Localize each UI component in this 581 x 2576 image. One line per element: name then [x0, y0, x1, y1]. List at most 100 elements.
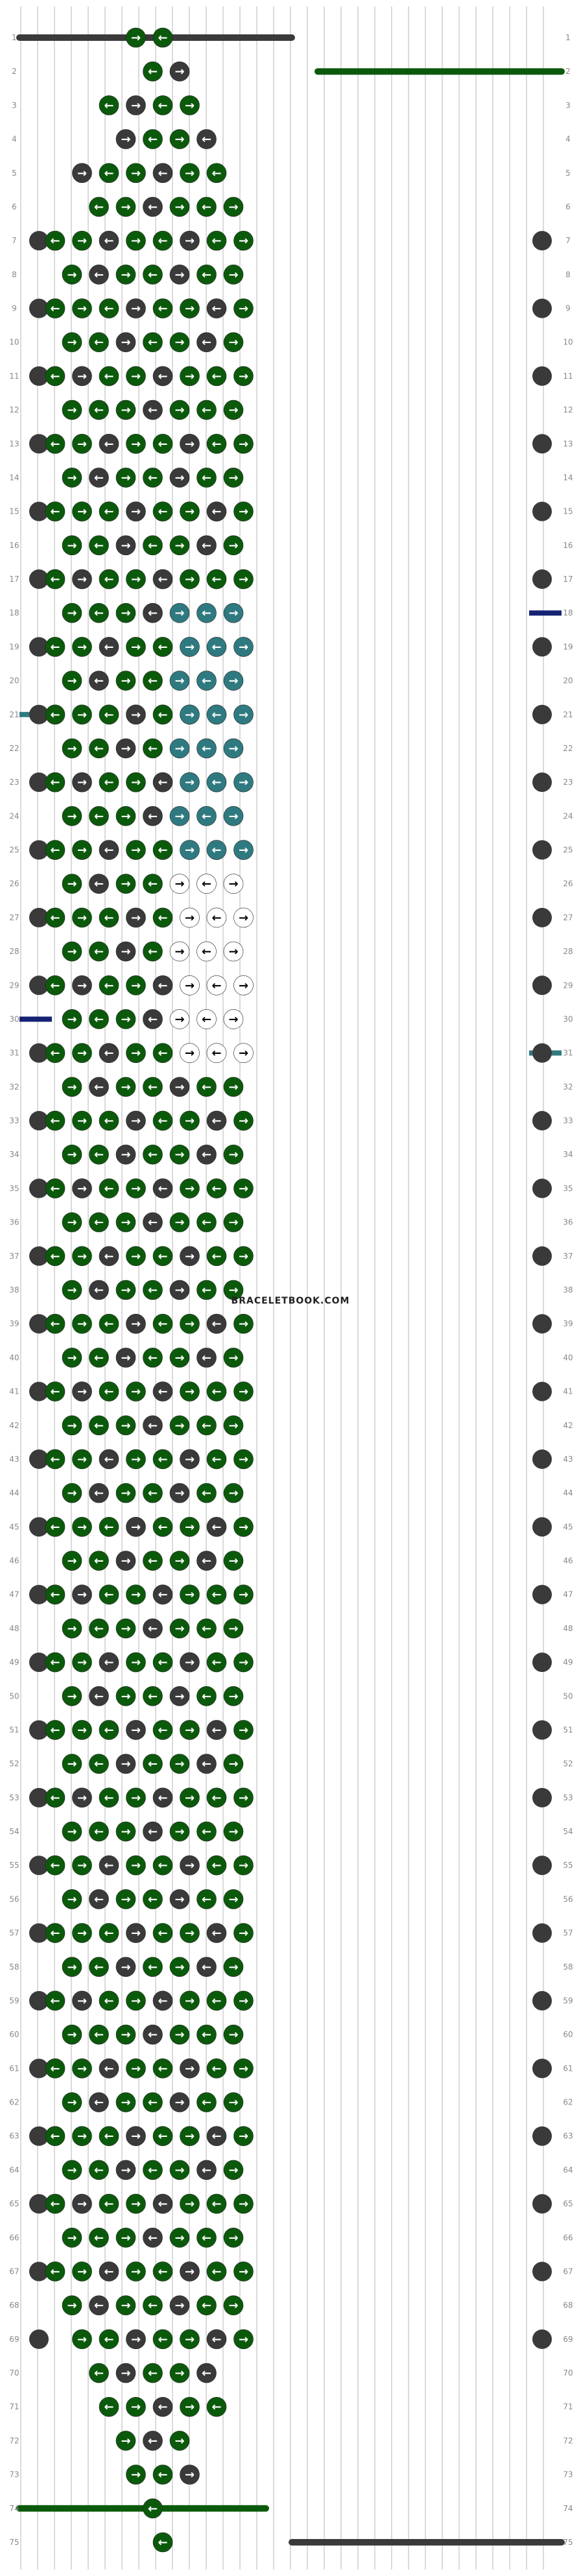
arrow-right-icon: → [77, 640, 87, 654]
arrow-right-icon: → [77, 1520, 87, 1534]
knot: ← [143, 602, 163, 623]
row-number-left: 8 [12, 270, 17, 279]
arrow-left-icon: ← [158, 1520, 167, 1534]
arrow-right-icon: → [239, 979, 248, 992]
arrow-right-icon: → [67, 1486, 77, 1500]
arrow-right-icon: → [67, 809, 77, 823]
arrow-left-icon: ← [211, 1588, 221, 1602]
knot: → [180, 1584, 200, 1605]
knot: ← [152, 1923, 173, 1943]
knot: ← [143, 197, 163, 217]
arrow-right-icon: → [185, 167, 195, 180]
arrow-right-icon: → [185, 1385, 195, 1399]
arrow-left-icon: ← [158, 99, 167, 112]
knot-edge [532, 907, 552, 927]
arrow-left-icon: ← [94, 1216, 104, 1230]
arrow-left-icon: ← [202, 1758, 211, 1771]
arrow-right-icon: → [174, 809, 184, 823]
arrow-left-icon: ← [104, 573, 113, 586]
row-number-right: 66 [563, 2233, 573, 2242]
arrow-right-icon: → [174, 1825, 184, 1839]
arrow-left-icon: ← [94, 1825, 104, 1839]
knot: → [62, 1754, 82, 1774]
arrow-right-icon: → [77, 370, 87, 383]
arrow-left-icon: ← [202, 809, 211, 823]
arrow-left-icon: ← [211, 1250, 221, 1263]
knot: → [72, 366, 92, 387]
arrow-right-icon: → [185, 844, 195, 857]
arrow-right-icon: → [77, 437, 87, 451]
arrow-left-icon: ← [158, 708, 167, 722]
arrow-left-icon: ← [50, 640, 60, 654]
row-number-left: 68 [9, 2301, 19, 2310]
arrow-left-icon: ← [202, 1689, 211, 1703]
knot: → [233, 569, 254, 590]
knot: ← [206, 1178, 227, 1199]
knot: → [233, 637, 254, 657]
arrow-left-icon: ← [94, 200, 104, 214]
knot: ← [152, 2329, 173, 2350]
knot: → [126, 1246, 146, 1267]
knot-edge [532, 1517, 552, 1537]
arrow-right-icon: → [121, 200, 130, 214]
arrow-right-icon: → [131, 1182, 141, 1195]
row-number-left: 35 [9, 1184, 19, 1193]
arrow-left-icon: ← [94, 945, 104, 959]
knot: → [223, 197, 244, 217]
knot: → [233, 1652, 254, 1673]
row-number-right: 68 [563, 2301, 573, 2310]
arrow-right-icon: → [228, 674, 238, 688]
knot-edge [29, 501, 49, 521]
knot: ← [89, 2160, 109, 2180]
arrow-right-icon: → [121, 1486, 130, 1500]
knot: → [62, 535, 82, 556]
knot: → [233, 298, 254, 318]
arrow-left-icon: ← [148, 1892, 158, 1906]
knot: ← [152, 1449, 173, 1470]
row-number-right: 60 [563, 2030, 573, 2039]
row-number-left: 53 [9, 1793, 19, 1802]
knot: ← [152, 569, 173, 590]
arrow-right-icon: → [239, 1385, 248, 1399]
knot-edge [532, 975, 552, 996]
row-number-left: 19 [9, 642, 19, 651]
arrow-right-icon: → [67, 1080, 77, 1094]
knot: → [180, 433, 200, 454]
arrow-right-icon: → [67, 1351, 77, 1365]
knot: → [180, 1720, 200, 1740]
knot: → [72, 1855, 92, 1876]
row-number-left: 54 [9, 1827, 19, 1836]
knot: ← [152, 2532, 173, 2553]
arrow-right-icon: → [67, 1758, 77, 1771]
row-number-right: 21 [563, 710, 573, 719]
knot: ← [196, 2024, 217, 2045]
arrow-right-icon: → [228, 1080, 238, 1094]
knot: ← [152, 772, 173, 793]
arrow-right-icon: → [239, 370, 248, 383]
arrow-left-icon: ← [148, 1555, 158, 1568]
arrow-right-icon: → [131, 1723, 141, 1737]
arrow-right-icon: → [228, 1419, 238, 1433]
knot: → [62, 2295, 82, 2315]
knot: → [62, 1483, 82, 1503]
knot: ← [196, 265, 217, 285]
arrow-right-icon: → [121, 2231, 130, 2245]
arrow-left-icon: ← [202, 674, 211, 688]
arrow-right-icon: → [77, 234, 87, 248]
arrow-left-icon: ← [158, 437, 167, 451]
knot: ← [99, 1178, 119, 1199]
knot: → [223, 1821, 244, 1842]
arrow-right-icon: → [185, 573, 195, 586]
knot: → [180, 1043, 200, 1063]
arrow-right-icon: → [228, 403, 238, 417]
row-number-right: 25 [563, 846, 573, 855]
knot: ← [196, 874, 217, 894]
knot: ← [45, 907, 65, 928]
knot: → [169, 2431, 190, 2451]
arrow-right-icon: → [121, 1351, 130, 1365]
arrow-left-icon: ← [148, 1486, 158, 1500]
knot: ← [143, 2227, 163, 2248]
arrow-right-icon: → [121, 877, 130, 891]
knot: ← [152, 840, 173, 860]
knot: → [233, 840, 254, 860]
